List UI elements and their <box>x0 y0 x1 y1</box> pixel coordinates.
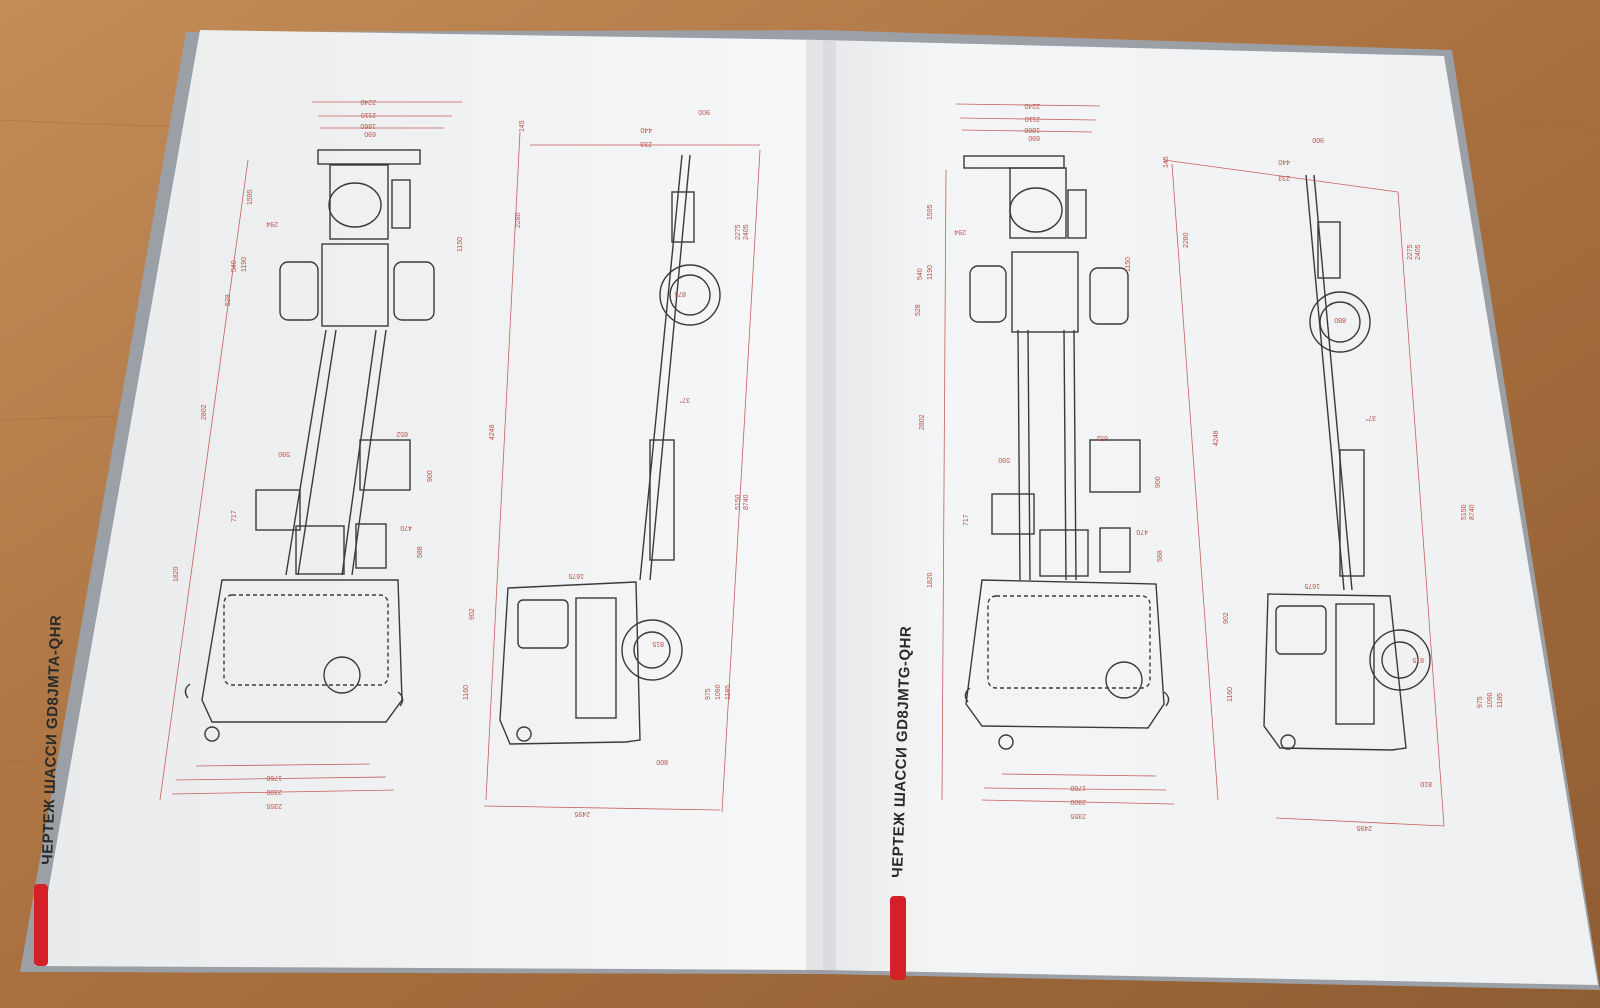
svg-text:1595: 1595 <box>927 204 934 220</box>
svg-text:2240: 2240 <box>1024 102 1040 109</box>
svg-text:1190: 1190 <box>927 265 934 280</box>
svg-text:1090: 1090 <box>715 684 722 700</box>
svg-text:5150: 5150 <box>1461 504 1468 520</box>
svg-text:440: 440 <box>640 126 652 133</box>
svg-text:1595: 1595 <box>247 189 254 205</box>
svg-text:2300: 2300 <box>266 788 282 795</box>
svg-text:470: 470 <box>400 524 412 531</box>
svg-text:1760: 1760 <box>266 774 282 781</box>
svg-text:1090: 1090 <box>1487 692 1494 708</box>
svg-text:2405: 2405 <box>743 224 750 240</box>
svg-text:145: 145 <box>1163 156 1170 168</box>
svg-text:1860: 1860 <box>1024 126 1040 133</box>
svg-text:1185: 1185 <box>1497 693 1504 708</box>
svg-text:2240: 2240 <box>360 98 376 105</box>
svg-text:717: 717 <box>231 510 238 522</box>
gutter-shadow <box>806 40 836 970</box>
svg-text:2495: 2495 <box>1356 824 1372 831</box>
left-page <box>35 30 823 970</box>
right-dimension-lines <box>941 103 1445 827</box>
svg-text:1820: 1820 <box>173 566 180 582</box>
svg-text:815: 815 <box>1412 656 1424 663</box>
left-dimension-lines <box>159 101 761 813</box>
svg-text:590: 590 <box>998 456 1010 463</box>
svg-text:810: 810 <box>1420 780 1432 787</box>
svg-text:8740: 8740 <box>1469 504 1476 520</box>
svg-text:2110: 2110 <box>1025 115 1040 122</box>
svg-text:1675: 1675 <box>568 572 584 579</box>
svg-text:900: 900 <box>1312 136 1324 143</box>
svg-text:2355: 2355 <box>266 802 282 809</box>
svg-text:1150: 1150 <box>457 237 464 252</box>
svg-text:588: 588 <box>1157 550 1164 562</box>
svg-text:1190: 1190 <box>241 257 248 272</box>
svg-text:2110: 2110 <box>361 111 376 118</box>
svg-text:2802: 2802 <box>919 414 926 430</box>
svg-text:588: 588 <box>417 546 424 558</box>
svg-text:590: 590 <box>278 450 290 457</box>
svg-text:1820: 1820 <box>927 572 934 588</box>
svg-text:1160: 1160 <box>463 685 470 700</box>
svg-text:2275: 2275 <box>1407 244 1414 260</box>
svg-text:652: 652 <box>1096 434 1108 441</box>
svg-text:37°: 37° <box>1365 414 1376 422</box>
svg-text:2300: 2300 <box>1070 798 1086 805</box>
svg-text:800: 800 <box>656 758 668 765</box>
svg-text:690: 690 <box>1028 134 1040 141</box>
svg-text:2802: 2802 <box>201 404 208 420</box>
svg-text:528: 528 <box>915 304 922 316</box>
svg-text:815: 815 <box>652 640 664 647</box>
svg-text:2405: 2405 <box>1415 244 1422 260</box>
svg-text:1860: 1860 <box>360 122 376 129</box>
svg-text:717: 717 <box>963 514 970 526</box>
left-red-tab <box>34 884 48 966</box>
svg-text:902: 902 <box>469 608 476 620</box>
svg-text:2280: 2280 <box>515 212 522 228</box>
right-top-view-drawing <box>963 155 1170 750</box>
svg-text:975: 975 <box>1477 696 1484 708</box>
svg-text:900: 900 <box>1155 476 1162 488</box>
left-dimension-labels: 2240 2110 1860 690 1595 294 540 1190 528… <box>173 98 750 817</box>
svg-text:8740: 8740 <box>743 494 750 510</box>
svg-text:233: 233 <box>1278 174 1290 181</box>
svg-text:1675: 1675 <box>1304 582 1320 589</box>
svg-text:5150: 5150 <box>735 494 742 510</box>
svg-text:145: 145 <box>519 120 526 132</box>
svg-text:233: 233 <box>640 140 652 147</box>
svg-text:1150: 1150 <box>1125 257 1132 272</box>
svg-text:294: 294 <box>954 228 966 235</box>
svg-text:2495: 2495 <box>574 810 590 817</box>
svg-text:900: 900 <box>427 470 434 482</box>
svg-text:880: 880 <box>1334 316 1346 323</box>
svg-text:1760: 1760 <box>1070 784 1086 791</box>
right-dimension-labels: 2240 2110 1860 690 1595 294 540 1190 528… <box>915 102 1504 831</box>
svg-text:540: 540 <box>231 260 238 272</box>
svg-text:875: 875 <box>674 290 686 297</box>
svg-text:528: 528 <box>225 294 232 306</box>
svg-text:4248: 4248 <box>1213 430 1220 446</box>
left-side-view-drawing <box>499 154 721 745</box>
svg-text:1185: 1185 <box>725 685 732 700</box>
svg-text:1160: 1160 <box>1227 687 1234 702</box>
svg-text:37°: 37° <box>679 396 690 404</box>
svg-text:652: 652 <box>396 430 408 437</box>
svg-text:975: 975 <box>705 688 712 700</box>
svg-text:540: 540 <box>917 268 924 280</box>
svg-text:4248: 4248 <box>489 424 496 440</box>
svg-text:2355: 2355 <box>1070 812 1086 819</box>
svg-text:470: 470 <box>1136 528 1148 535</box>
svg-text:2275: 2275 <box>735 224 742 240</box>
svg-text:690: 690 <box>364 130 376 137</box>
right-side-view-drawing <box>1263 174 1431 751</box>
svg-text:294: 294 <box>266 220 278 227</box>
svg-text:900: 900 <box>698 108 710 115</box>
left-top-view-drawing <box>184 149 435 742</box>
svg-text:902: 902 <box>1223 612 1230 624</box>
svg-text:2280: 2280 <box>1183 232 1190 248</box>
right-red-tab <box>890 896 906 980</box>
svg-text:440: 440 <box>1278 158 1290 165</box>
